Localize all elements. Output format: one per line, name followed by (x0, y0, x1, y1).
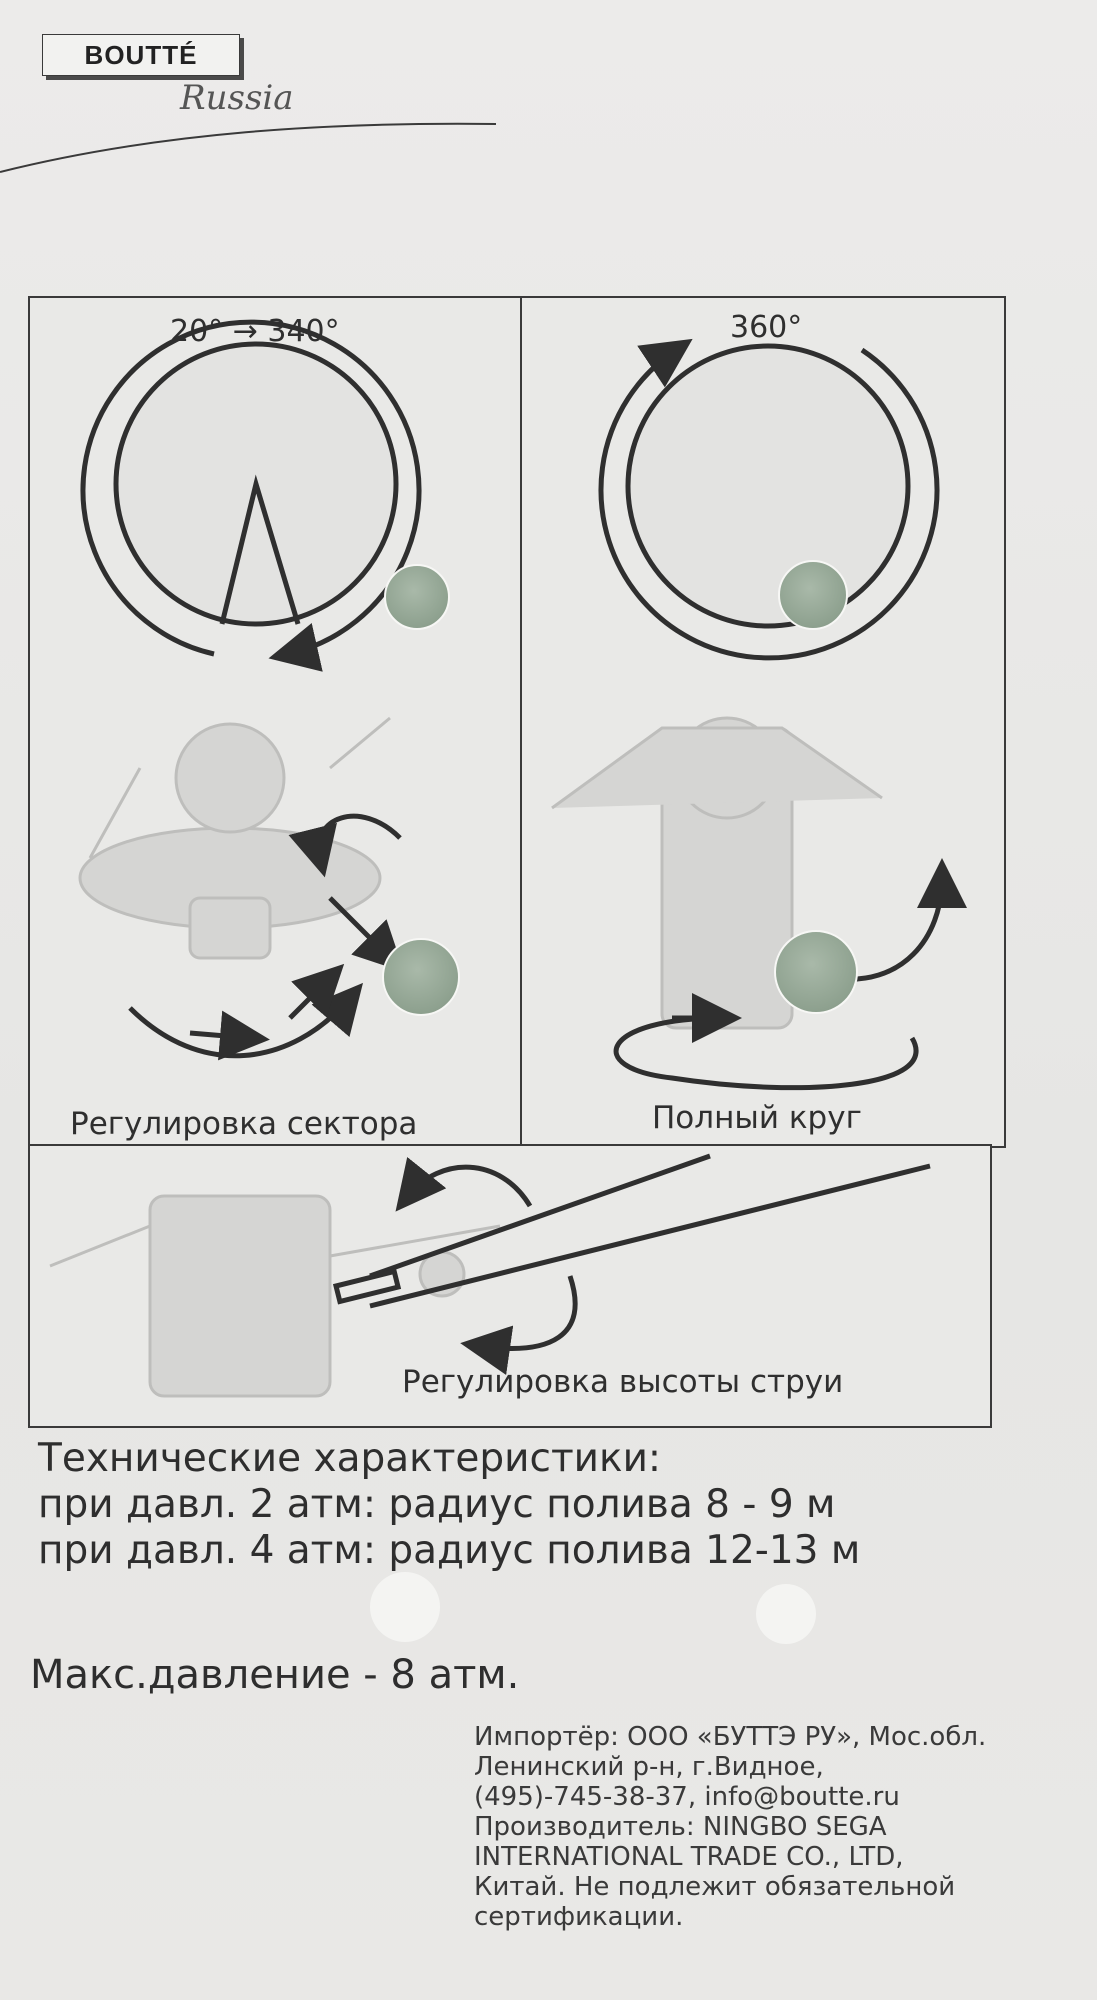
panel-sector-adjustment: 20° → 340° (28, 296, 524, 1148)
hanger-hole (382, 938, 460, 1016)
impact-sprinkler-icon (551, 716, 883, 1030)
sector-caption: Регулировка сектора (70, 1106, 418, 1142)
curved-arrow-icon (395, 1156, 578, 1375)
importer-line: сертификации. (474, 1902, 684, 1932)
hanger-hole (384, 564, 450, 630)
hanger-hole (778, 560, 848, 630)
importer-line: Ленинский р-н, г.Видное, (474, 1752, 824, 1782)
importer-line: (495)-745-38-37, info@boutte.ru (474, 1782, 900, 1812)
specs-line-4atm: при давл. 4 атм: радиус полива 12-13 м (38, 1528, 861, 1573)
sector-circle-icon (113, 341, 399, 627)
max-pressure: Макс.давление - 8 атм. (30, 1652, 520, 1698)
curved-arrow-icon (80, 319, 422, 672)
full-circle-diagram (551, 338, 967, 1091)
hanger-hole (756, 1584, 816, 1644)
importer-line: Производитель: NINGBO SEGA (474, 1812, 887, 1842)
specs-line-2atm: при давл. 2 атм: радиус полива 8 - 9 м (38, 1482, 836, 1527)
hanger-hole (774, 930, 858, 1014)
jet-height-caption: Регулировка высоты струи (402, 1364, 844, 1400)
technical-specs: Технические характеристики: при давл. 2 … (38, 1436, 1048, 1574)
panel-jet-height: Регулировка высоты струи (28, 1144, 992, 1428)
brand-swoosh (0, 122, 497, 173)
brand-logo: BOUTTÉ (42, 34, 240, 76)
full-circle-icon (625, 343, 911, 629)
importer-line: INTERNATIONAL TRADE CO., LTD, (474, 1842, 904, 1872)
sector-diagram (78, 319, 422, 1061)
full-caption: Полный круг (652, 1100, 862, 1136)
importer-line: Импортёр: ООО «БУТТЭ РУ», Мос.обл. (474, 1722, 987, 1752)
full-angle-label: 360° (730, 310, 803, 345)
rotation-arrows-icon (128, 813, 405, 1061)
importer-info: Импортёр: ООО «БУТТЭ РУ», Мос.обл. Ленин… (474, 1722, 1074, 1932)
specs-title: Технические характеристики: (38, 1436, 662, 1481)
panel-full-circle: 360° (520, 296, 1006, 1148)
hanger-hole (370, 1572, 440, 1642)
brand-logo-text: BOUTTÉ (84, 39, 198, 70)
impact-sprinkler-icon (78, 716, 391, 960)
jet-height-diagram (49, 1153, 931, 1398)
curved-arrow-icon (598, 338, 940, 661)
brand-script: Russia (180, 78, 294, 118)
jet-lines (332, 1153, 931, 1309)
importer-line: Китай. Не подлежит обязательной (474, 1872, 956, 1902)
